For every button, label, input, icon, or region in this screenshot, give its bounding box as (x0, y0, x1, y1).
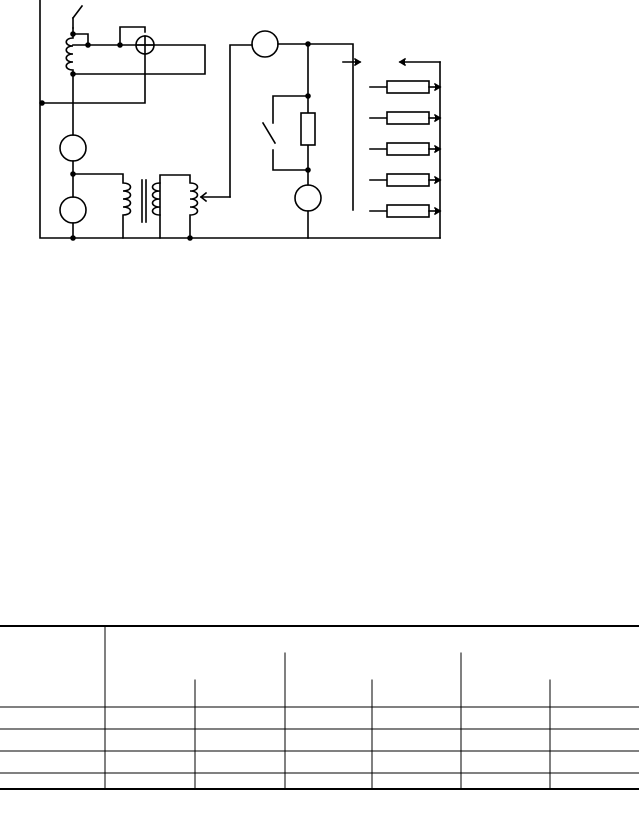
resistor-middle (300, 112, 316, 146)
resistor-bank-item (369, 173, 442, 187)
switch-middle (261, 121, 309, 171)
coil-top-wiring (72, 26, 206, 75)
resistor-bank-item (369, 111, 442, 125)
transformer (72, 173, 231, 241)
junction-dot (305, 93, 311, 99)
data-table (0, 625, 639, 790)
coil-top (65, 31, 76, 77)
meter-bottom-middle (294, 184, 322, 212)
meter-left-upper (59, 134, 87, 162)
junction-dot (305, 41, 311, 47)
meter-left-lower (59, 196, 87, 224)
left-branch-wire (41, 54, 146, 104)
meter-top-middle (251, 30, 279, 58)
junction-dot (70, 235, 76, 241)
resistor-bank-item (369, 80, 442, 94)
left-main-wire (39, 0, 441, 239)
resistor-bank-item (369, 142, 442, 156)
junction-dot (117, 42, 123, 48)
resistor-bank-item (369, 204, 442, 218)
indicator-lamp (135, 35, 155, 55)
resistor-bank (369, 80, 442, 218)
circuit-diagram (39, 0, 442, 241)
junction-dot (85, 42, 91, 48)
switch-top (71, 4, 84, 35)
selector-arrows (342, 57, 441, 67)
transformer-tap-wire (229, 44, 253, 198)
